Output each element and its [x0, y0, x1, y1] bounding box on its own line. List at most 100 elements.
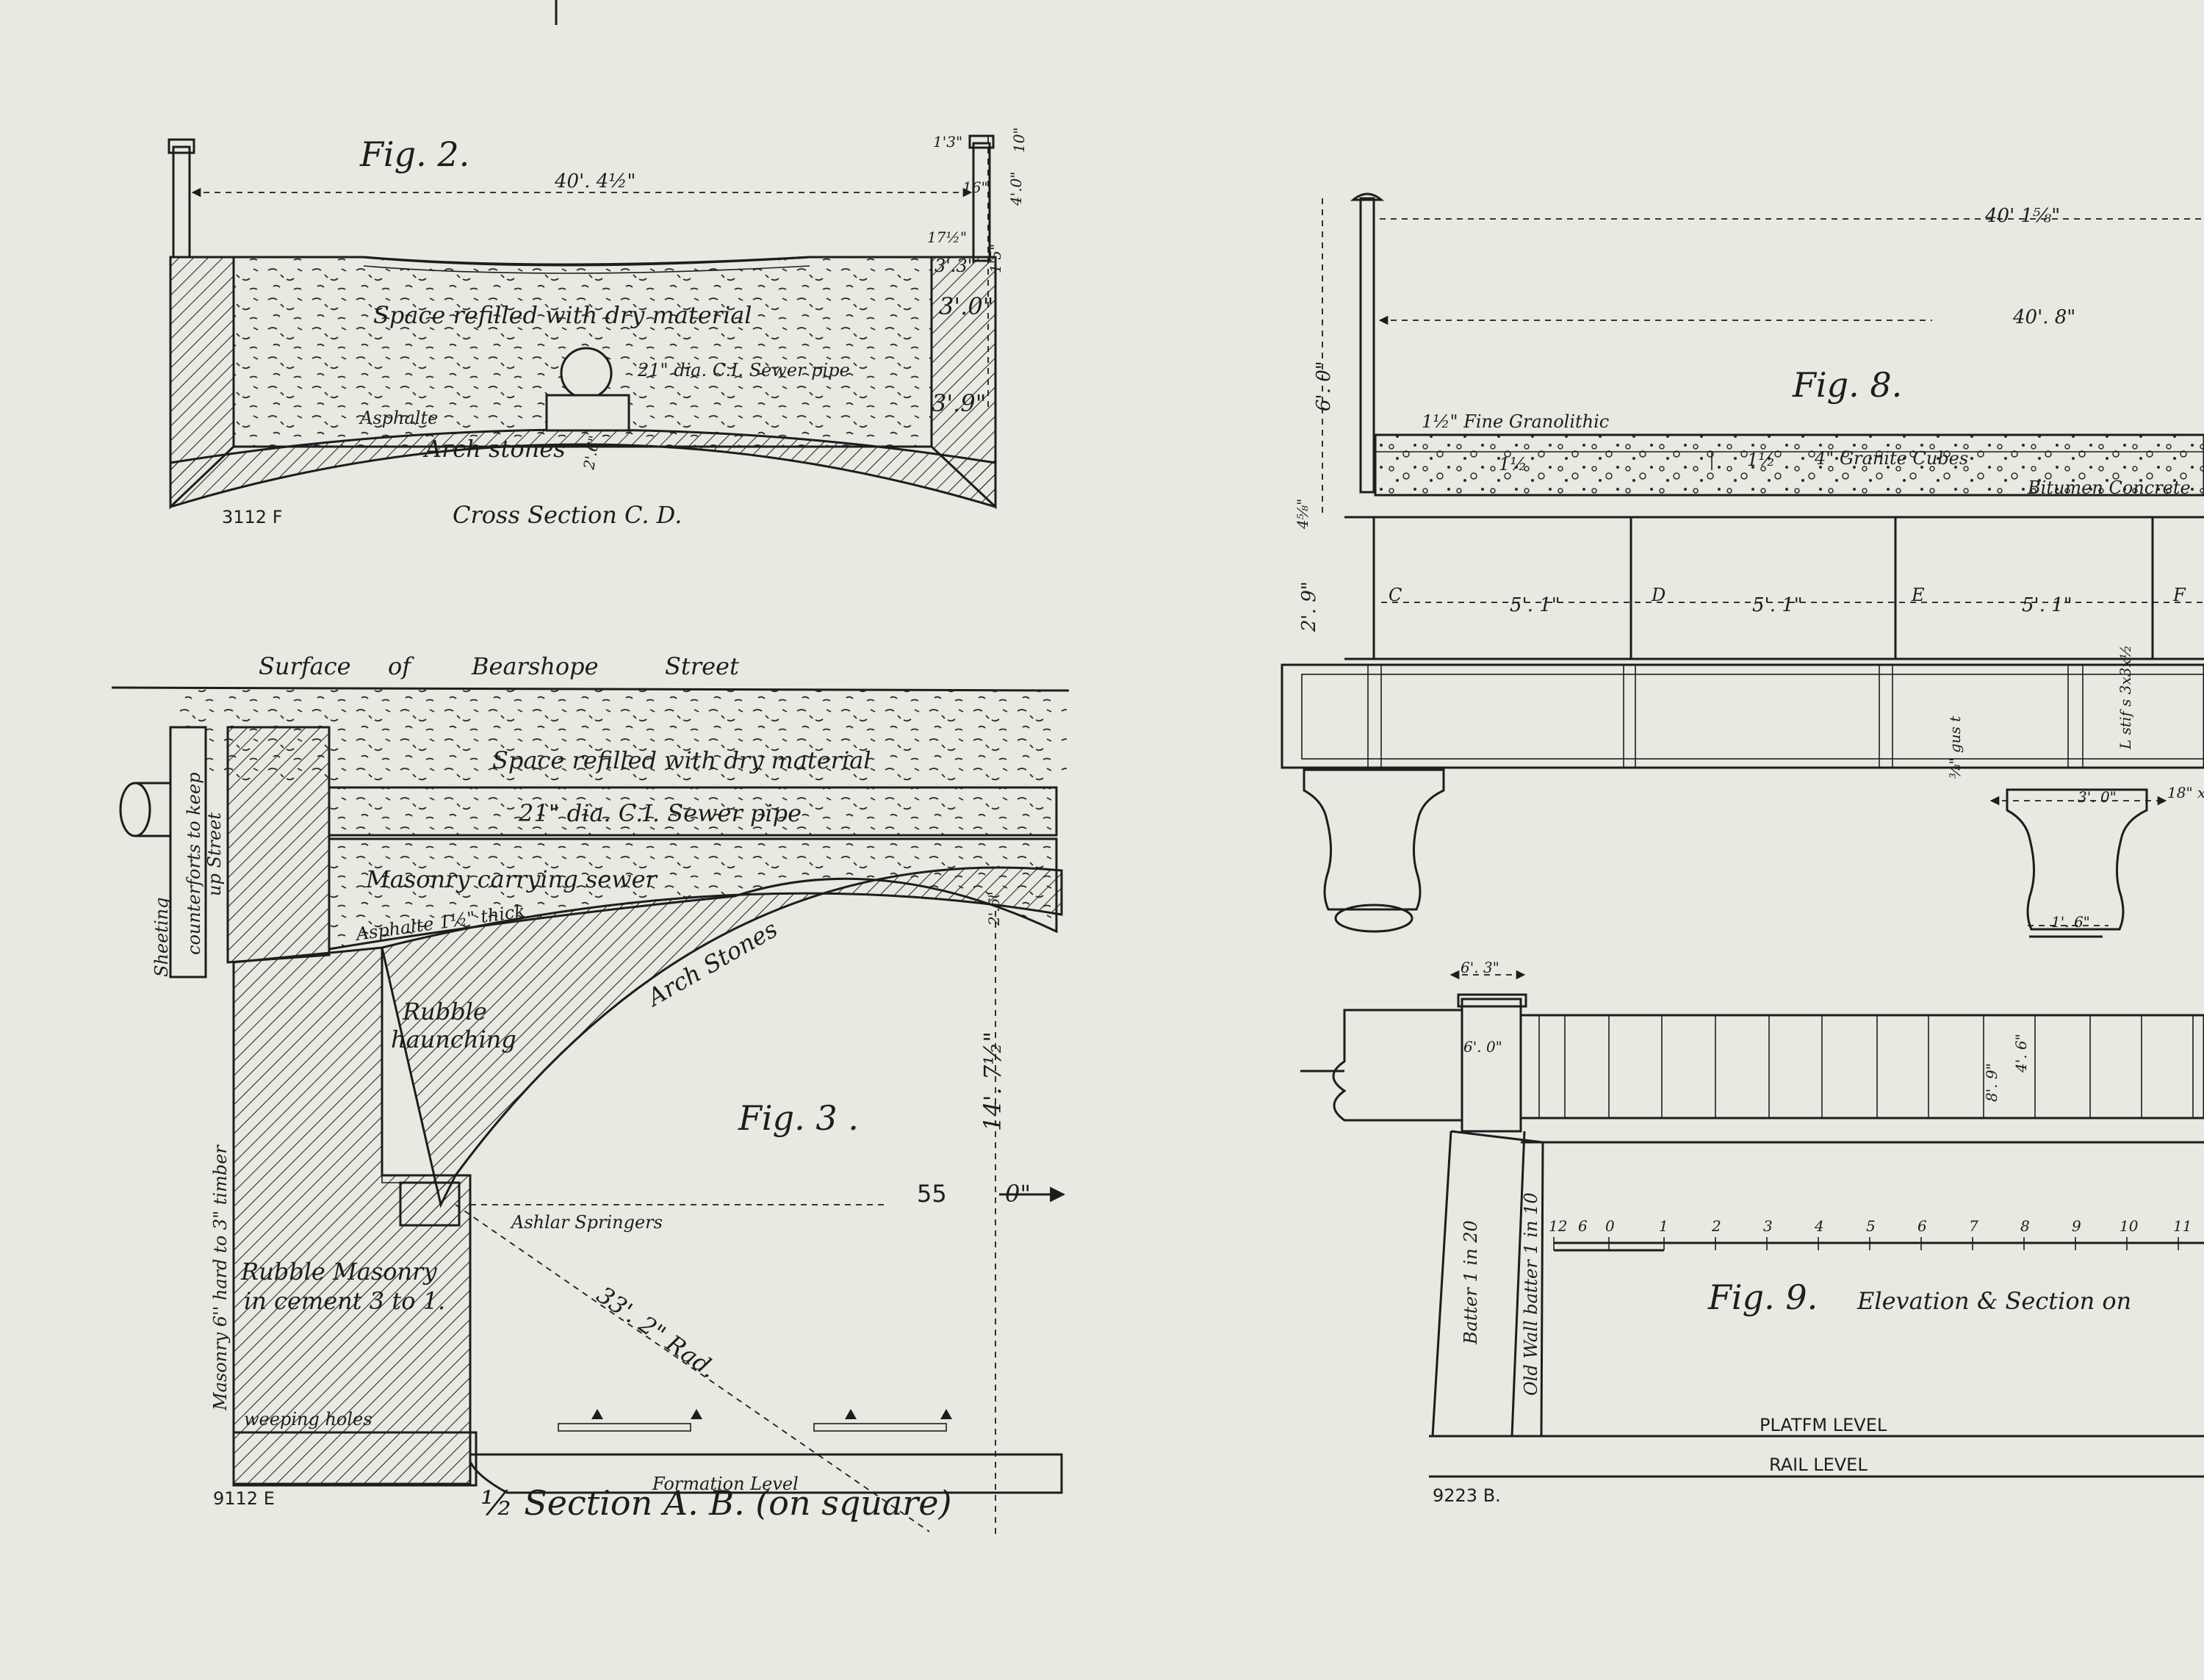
- fig2-dim-4: 3'.0": [939, 292, 993, 320]
- fig3-pipe-end: [119, 782, 151, 837]
- fig3-surface-label: Surface of Bearshope Street: [259, 652, 739, 680]
- fig3-half-section: Surface of Bearshope Street: [111, 652, 1070, 1535]
- fig9-rail: RAIL LEVEL: [1769, 1454, 1868, 1475]
- fig2-dim-2: 17½": [927, 228, 967, 246]
- fig9-girder-panels: [1538, 1015, 2194, 1118]
- fig2-dim-8: 1'5": [987, 244, 1004, 273]
- fig2-left-post: [172, 145, 191, 259]
- fig3-rubble-1: haunching: [391, 1025, 516, 1053]
- fig2-left-post-cap: [168, 138, 195, 154]
- fig2-dim-1: 16": [962, 179, 988, 196]
- fig9-scale-5: 5: [1866, 1217, 1876, 1235]
- fig3-pipe-band: [328, 786, 1058, 837]
- fig9-scale-12: 12: [1549, 1217, 1567, 1235]
- fig3-surface-1: of: [388, 652, 414, 680]
- fig9-left-stub: [1332, 1009, 1463, 1122]
- fig2-pipe-label: 21" dia. C.I. Sewer pipe: [637, 360, 850, 381]
- fig8-deck-concrete: [1374, 433, 2204, 497]
- fig3-arch-stones: [381, 866, 1063, 1208]
- fig8-spacing-0: 5'. 1": [1510, 594, 1560, 616]
- fig9-scale: 12 6 0 1 2 3 4 5 6 7 8 9 10 11: [1549, 1217, 2204, 1252]
- fig9-elevation: 6'. 3" 6'. 0" 8'. 9" 4'. 6": [1300, 959, 2204, 1506]
- fig9-title: Fig. 9.: [1707, 1277, 1818, 1317]
- fig9-scale-0: 0: [1605, 1217, 1615, 1235]
- fig3-formation: [469, 1453, 1063, 1494]
- fig3-pipe-label: 21" dia. C.I. Sewer pipe: [518, 799, 802, 827]
- fig8-dim-second: 40'. 8": [2012, 306, 2075, 328]
- fig8-granolithic: 1½" Fine Granolithic: [1422, 411, 1609, 432]
- fig2-dim-5: 3'.9": [932, 389, 986, 417]
- fig8-bay-d: D: [1651, 585, 1665, 605]
- fig8-pier-b: 1'. 6": [2051, 913, 2090, 931]
- fig9-subtitle: Elevation & Section on: [1857, 1287, 2131, 1315]
- fig8-pier-w: 3'. 0": [2078, 788, 2117, 806]
- fig2-arch-label: Arch stones: [422, 435, 566, 463]
- fig2-dim-3: 3'.3": [934, 256, 976, 276]
- fig2-span: 40'. 4½": [554, 170, 635, 192]
- fig3-caption: ½ Section A. B. (on square): [480, 1483, 952, 1523]
- fig2-road-under: [363, 265, 810, 274]
- fig8-dim-top: 40' 1⅝": [1984, 205, 2060, 227]
- fig2-right-post-cap: [968, 134, 995, 149]
- fig3-rubble-0: Rubble: [402, 998, 487, 1025]
- fig3-fill-label: Space refilled with dry material: [492, 746, 871, 774]
- fig2-caption: Cross Section C. D.: [453, 501, 682, 529]
- fig8-title: Fig. 8.: [1792, 365, 1902, 405]
- fig3-rubble-masonry-1: in cement 3 to 1.: [244, 1287, 445, 1315]
- fig2-road-surface: [363, 256, 810, 266]
- fig9-scale-7: 7: [1969, 1217, 1978, 1235]
- fig3-rise: 14'. 7½": [979, 1031, 1006, 1131]
- fig8-bay-c: C: [1389, 585, 1402, 605]
- fig3-title: Fig. 3 .: [738, 1098, 859, 1138]
- fig9-bearing: [1461, 998, 1522, 1133]
- fig9-scale-2: 2: [1711, 1217, 1721, 1235]
- fig8-bay-e: E: [1911, 585, 1925, 605]
- fig9-h2: 4'. 6": [2012, 1034, 2030, 1073]
- fig8-depth2: 2'. 9": [1298, 581, 1320, 632]
- fig9-batter-1: Batter 1 in 20: [1461, 1220, 1481, 1345]
- fig9-wall: [1431, 1131, 1544, 1437]
- fig3-masonry-sewer-label: Masonry carrying sewer: [365, 865, 658, 893]
- fig8-stiffeners: [1367, 665, 2084, 768]
- fig9-scale-6b: 6: [1917, 1217, 1927, 1235]
- fig8-spacing-1: 5'. 1": [1752, 594, 1803, 616]
- fig3-springers: Ashlar Springers: [510, 1212, 663, 1233]
- fig3-surface-0: Surface: [259, 652, 351, 680]
- fig3-ref: 9112 E: [213, 1488, 275, 1509]
- fig9-w2: 6'. 0": [1463, 1038, 1502, 1056]
- fig2-right-post: [972, 142, 991, 262]
- fig8-main-girder: [1281, 663, 2204, 769]
- fig3-springer: [399, 1181, 461, 1227]
- fig9-ref: 9223 B.: [1433, 1485, 1501, 1506]
- fig8-gusset: ⅜" gus t: [1946, 715, 1964, 779]
- fig2-fill-label: Space refilled with dry material: [373, 301, 752, 329]
- fig8-granite-thk: 1½: [1747, 450, 1776, 470]
- fig8-bitumen: Bitumen Concrete: [2027, 477, 2191, 498]
- fig9-scale-6: 6: [1578, 1217, 1588, 1235]
- fig3-surface-3: Street: [665, 652, 739, 680]
- fig8-granite: 4" Granite Cubes: [1814, 448, 1968, 469]
- fig2-ref: 3112 F: [222, 507, 283, 527]
- fig9-scale-11: 11: [2173, 1217, 2192, 1235]
- fig2-dim-6: 4'.0": [1007, 171, 1025, 206]
- fig9-girder: [1519, 1014, 2204, 1120]
- fig3-half-span-2: 0": [1005, 1180, 1031, 1208]
- fig8-post: [1359, 197, 1375, 494]
- fig2-arch-stones: [169, 428, 997, 509]
- fig3-half-span: 55: [917, 1180, 947, 1208]
- fig3-sheeting-label: Sheeting: [151, 898, 172, 977]
- fig3-sheeting: [169, 726, 207, 978]
- fig8-edge: 18" x: [2167, 784, 2204, 801]
- fig9-scale-8: 8: [2020, 1217, 2030, 1235]
- fig2-title: Fig. 2.: [359, 134, 469, 174]
- fig9-scale-4: 4: [1814, 1217, 1824, 1235]
- fig8-stiff: L stif s 3x3x½: [2117, 645, 2134, 750]
- fig8-girders: [1344, 516, 2182, 660]
- fig9-platform: PLATFM LEVEL: [1760, 1415, 1887, 1435]
- fig2-dim-0: 1'3": [933, 133, 962, 151]
- fig8-post-cap: [1350, 192, 1385, 201]
- fig8-depth1: 4⅝": [1294, 499, 1311, 530]
- fig3-counterforts-1: up Street: [204, 812, 225, 896]
